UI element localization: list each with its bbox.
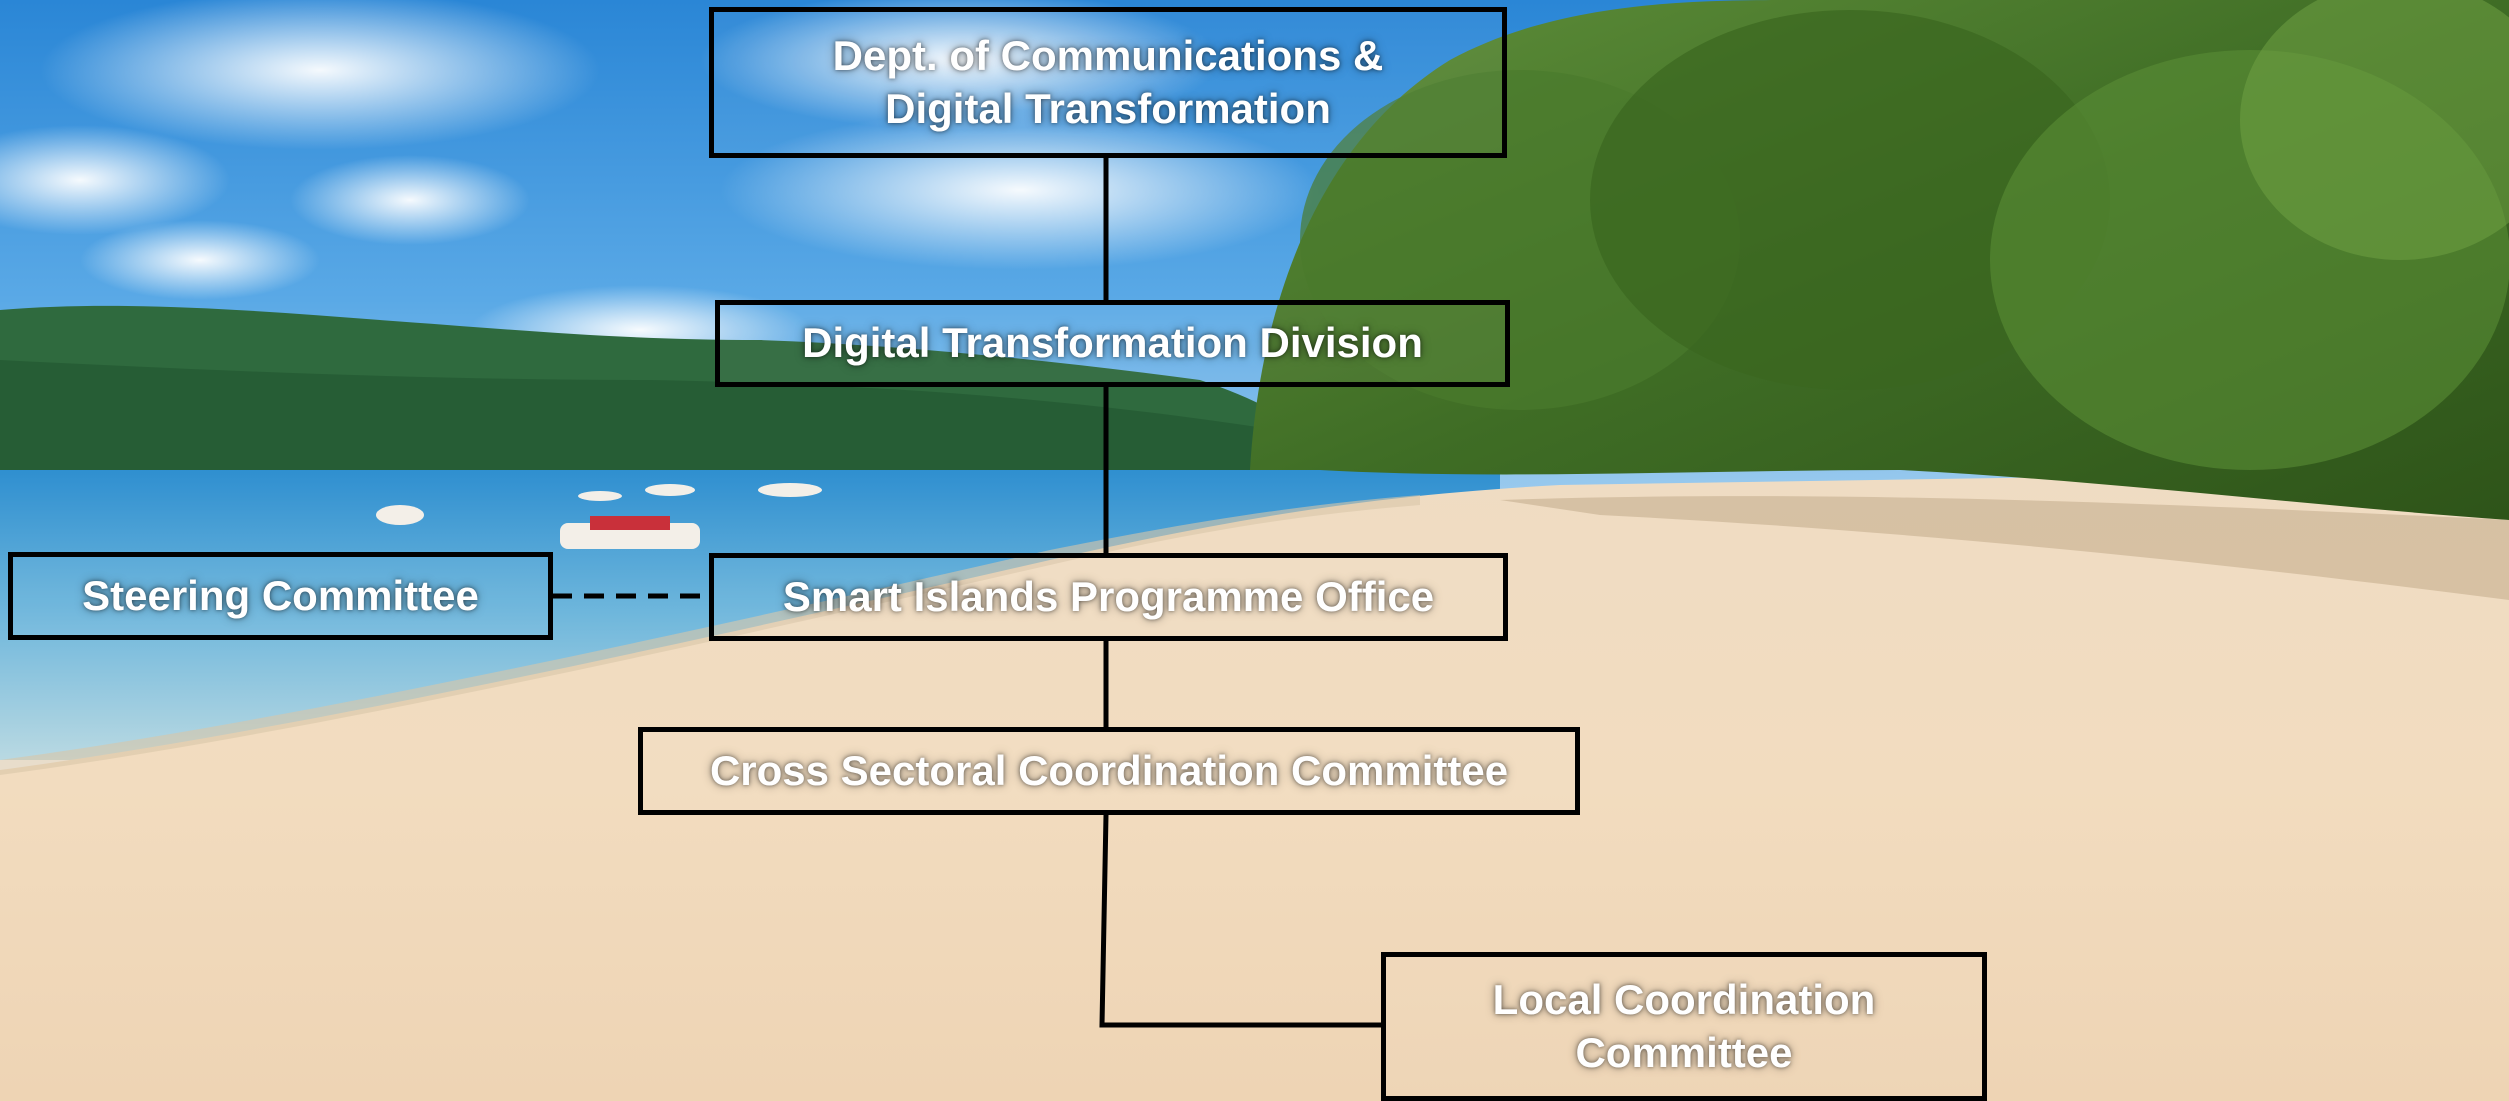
node-dept-line1: Dept. of Communications &: [832, 32, 1384, 79]
node-cross-sectoral-label: Cross Sectoral Coordination Committee: [709, 746, 1509, 794]
node-programme-office-label: Smart Islands Programme Office: [782, 572, 1435, 620]
node-division-label: Digital Transformation Division: [802, 319, 1423, 367]
node-local-line1: Local Coordination: [1492, 976, 1876, 1023]
node-smart-islands-programme-office: Smart Islands Programme Office: [709, 553, 1508, 641]
node-local-coordination-committee: Local Coordination Committee: [1381, 952, 1987, 1101]
node-cross-sectoral-coordination-committee: Cross Sectoral Coordination Committee: [638, 727, 1580, 815]
node-digital-transformation-division: Digital Transformation Division: [715, 300, 1510, 387]
node-steering-committee: Steering Committee: [8, 552, 553, 640]
node-dept-line2: Digital Transformation: [885, 84, 1331, 132]
node-dept-communications: Dept. of Communications & Digital Transf…: [709, 7, 1507, 158]
node-steering-label: Steering Committee: [82, 571, 479, 619]
node-local-line2: Committee: [1575, 1028, 1793, 1076]
